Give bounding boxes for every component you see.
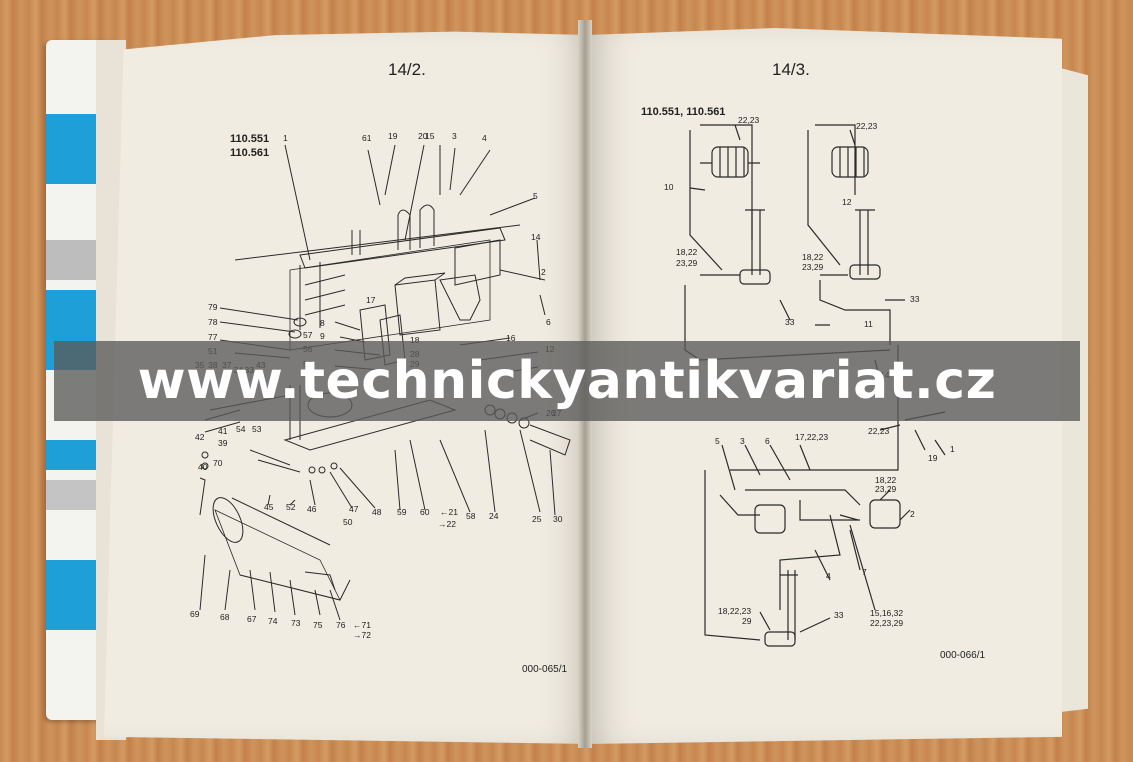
watermark-band: www.technickyantikvariat.cz <box>54 341 1080 421</box>
left-callout-label: 52 <box>286 502 296 512</box>
left-callout-label: 75 <box>313 620 323 630</box>
left-page-number: 14/2. <box>388 60 426 79</box>
left-callout-label: 79 <box>208 302 218 312</box>
left-callout-label: 39 <box>218 438 228 448</box>
left-model-line-1: 110.551 <box>230 133 270 145</box>
right-callout-label: 23,29 <box>802 262 824 272</box>
left-callout-label: 78 <box>208 317 218 327</box>
left-callout-label: 6 <box>546 317 551 327</box>
left-callout-label: 45 <box>264 502 274 512</box>
right-callout-label: 2 <box>910 509 915 519</box>
left-callout-label: 42 <box>195 432 205 442</box>
left-callout-label: 69 <box>190 609 200 619</box>
left-model-line-2: 110.561 <box>230 147 270 159</box>
left-callout-label: 3 <box>452 131 457 141</box>
left-callout-label: 60 <box>420 507 430 517</box>
right-page-number: 14/3. <box>772 60 810 79</box>
left-callout-label: 1 <box>283 133 288 143</box>
right-callout-label: 22,23 <box>856 121 878 131</box>
left-callout-label: 5 <box>533 191 538 201</box>
right-callout-label: 18,22 <box>802 252 824 262</box>
right-callout-label: 23,29 <box>875 484 897 494</box>
left-callout-label: 30 <box>553 514 563 524</box>
left-callout-label: 50 <box>343 517 353 527</box>
right-callout-label: 22,23,29 <box>870 618 903 628</box>
pneumatic-diagram-drawing <box>684 124 946 647</box>
right-callout-label: 29 <box>742 616 752 626</box>
left-callout-label: 70 <box>213 458 223 468</box>
left-callout-label: 61 <box>362 133 372 143</box>
left-callout-label: 59 <box>397 507 407 517</box>
right-callout-label: 7 <box>862 567 867 577</box>
left-callout-label: 68 <box>220 612 230 622</box>
right-callout-label: 11 <box>864 319 873 329</box>
left-callout-label: 19 <box>388 131 398 141</box>
right-callout-label: 33 <box>785 317 795 327</box>
right-model-line: 110.551, 110.561 <box>641 106 726 118</box>
right-callout-label: 6 <box>765 436 770 446</box>
right-callout-label: 22,23 <box>868 426 890 436</box>
right-callout-label: 22,23 <box>738 115 760 125</box>
right-callout-label: 10 <box>664 182 674 192</box>
right-callout-label: 17,22,23 <box>795 432 828 442</box>
left-callout-label: 74 <box>268 616 278 626</box>
left-callout-label: 57 <box>303 330 313 340</box>
left-callout-label: 77 <box>208 332 218 342</box>
left-callout-label: 25 <box>532 514 542 524</box>
left-callout-label: 48 <box>372 507 382 517</box>
left-callout-label: 53 <box>252 424 262 434</box>
right-drawing-code: 000-066/1 <box>940 650 986 661</box>
left-callout-label: 2 <box>541 267 546 277</box>
right-callout-label: 19 <box>928 453 938 463</box>
left-callout-label: 15 <box>425 131 435 141</box>
watermark-text: www.technickyantikvariat.cz <box>137 351 997 411</box>
left-callout-label: 16 <box>506 333 516 343</box>
left-callout-label: 4 <box>482 133 487 143</box>
left-callout-label: 24 <box>489 511 499 521</box>
left-callout-label: 17 <box>366 295 376 305</box>
right-callout-label: 4 <box>826 571 831 581</box>
left-callout-label: 20 <box>418 131 428 141</box>
right-callout-label: 1 <box>950 444 955 454</box>
left-callout-label: 47 <box>349 504 359 514</box>
right-callout-label: 12 <box>842 197 852 207</box>
left-callout-label: 41 <box>218 426 228 436</box>
right-callout-label: 15,16,32 <box>870 608 903 618</box>
left-callout-label: →72 <box>353 630 371 640</box>
left-callout-label: ←71 <box>353 620 371 630</box>
left-callout-label: 8 <box>320 318 325 328</box>
left-callout-label: 54 <box>236 424 246 434</box>
left-callout-label: 58 <box>466 511 476 521</box>
right-callout-label: 3 <box>740 436 745 446</box>
left-callout-label: 46 <box>307 504 317 514</box>
left-callout-label: 40 <box>198 462 208 472</box>
right-callout-label: 23,29 <box>676 258 698 268</box>
right-callout-label: 18,22,23 <box>718 606 751 616</box>
left-callout-label: 9 <box>320 331 325 341</box>
right-callout-label: 18,22 <box>875 475 897 485</box>
right-callout-label: 18,22 <box>676 247 698 257</box>
left-callout-label: 18 <box>410 335 420 345</box>
left-callout-label: 73 <box>291 618 301 628</box>
left-callout-label: ←21 <box>440 507 458 517</box>
right-callout-labels: 22,2322,23101218,2223,2918,2223,29333311… <box>664 115 955 628</box>
left-callout-label: 76 <box>336 620 346 630</box>
right-callout-label: 33 <box>910 294 920 304</box>
right-callout-label: 33 <box>834 610 844 620</box>
left-callout-label: 14 <box>531 232 541 242</box>
left-callout-label: 67 <box>247 614 257 624</box>
left-callout-label: →22 <box>438 519 456 529</box>
right-callout-label: 5 <box>715 436 720 446</box>
left-drawing-code: 000-065/1 <box>522 664 568 675</box>
